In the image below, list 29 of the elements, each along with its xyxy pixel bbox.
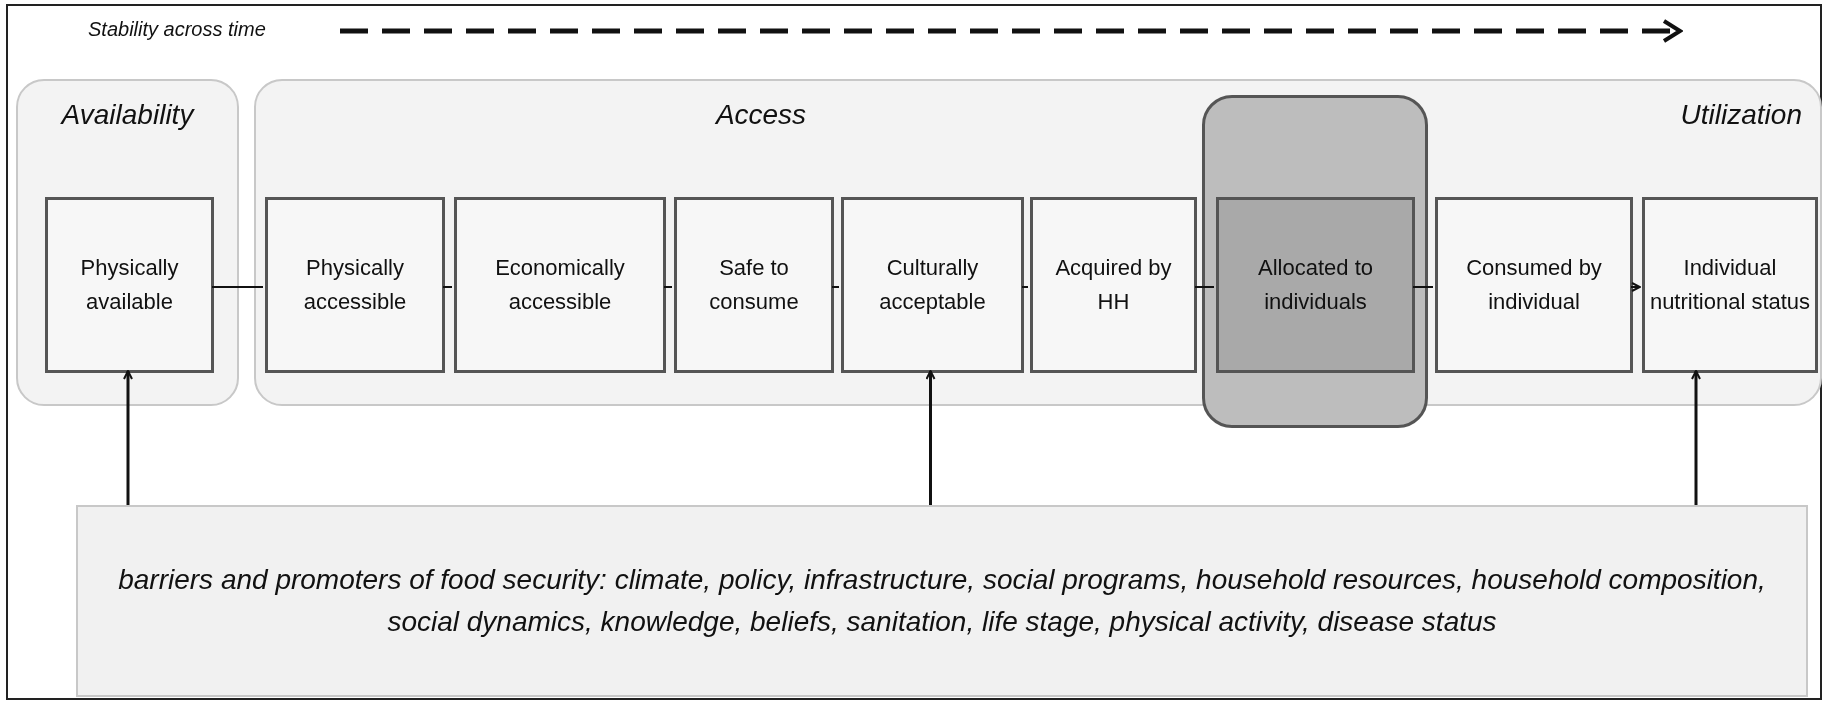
group-heading: Availability [59,99,196,131]
step-box [45,197,214,373]
step-box [1030,197,1197,373]
group-panel [16,79,239,406]
arrow [1630,282,1641,292]
step-label: Culturally acceptable [878,253,987,316]
step-label: Economically accessible [494,253,626,316]
arrow [925,370,936,505]
step-box [454,197,666,373]
step-label: Allocated to individuals [1257,253,1374,316]
arrow [123,370,133,505]
step-label: Safe to consume [708,253,800,316]
timeline-label: Stability across time [88,18,266,41]
arrow [1691,370,1701,505]
step-label: Acquired by HH [1054,253,1173,316]
note-text: barriers and promoters of food security: climate, policy, infrastructure, social programs, household resources, household composition, social dynamics, knowledge, beliefs, sanitation, life stage, physical activity, disease status [117,563,1767,639]
step-box [674,197,834,373]
step-label: Physically accessible [302,253,408,316]
step-label: Consumed by individual [1465,253,1603,316]
note-box [76,505,1808,697]
step-label: Physically available [79,253,180,316]
step-box [1435,197,1633,373]
group-heading: Access [714,99,808,131]
step-box [265,197,445,373]
group-heading: Utilization [1680,99,1802,131]
step-box [1642,197,1818,373]
step-box [1216,197,1415,373]
step-box [841,197,1024,373]
step-label: Individual nutritional status [1648,253,1812,316]
